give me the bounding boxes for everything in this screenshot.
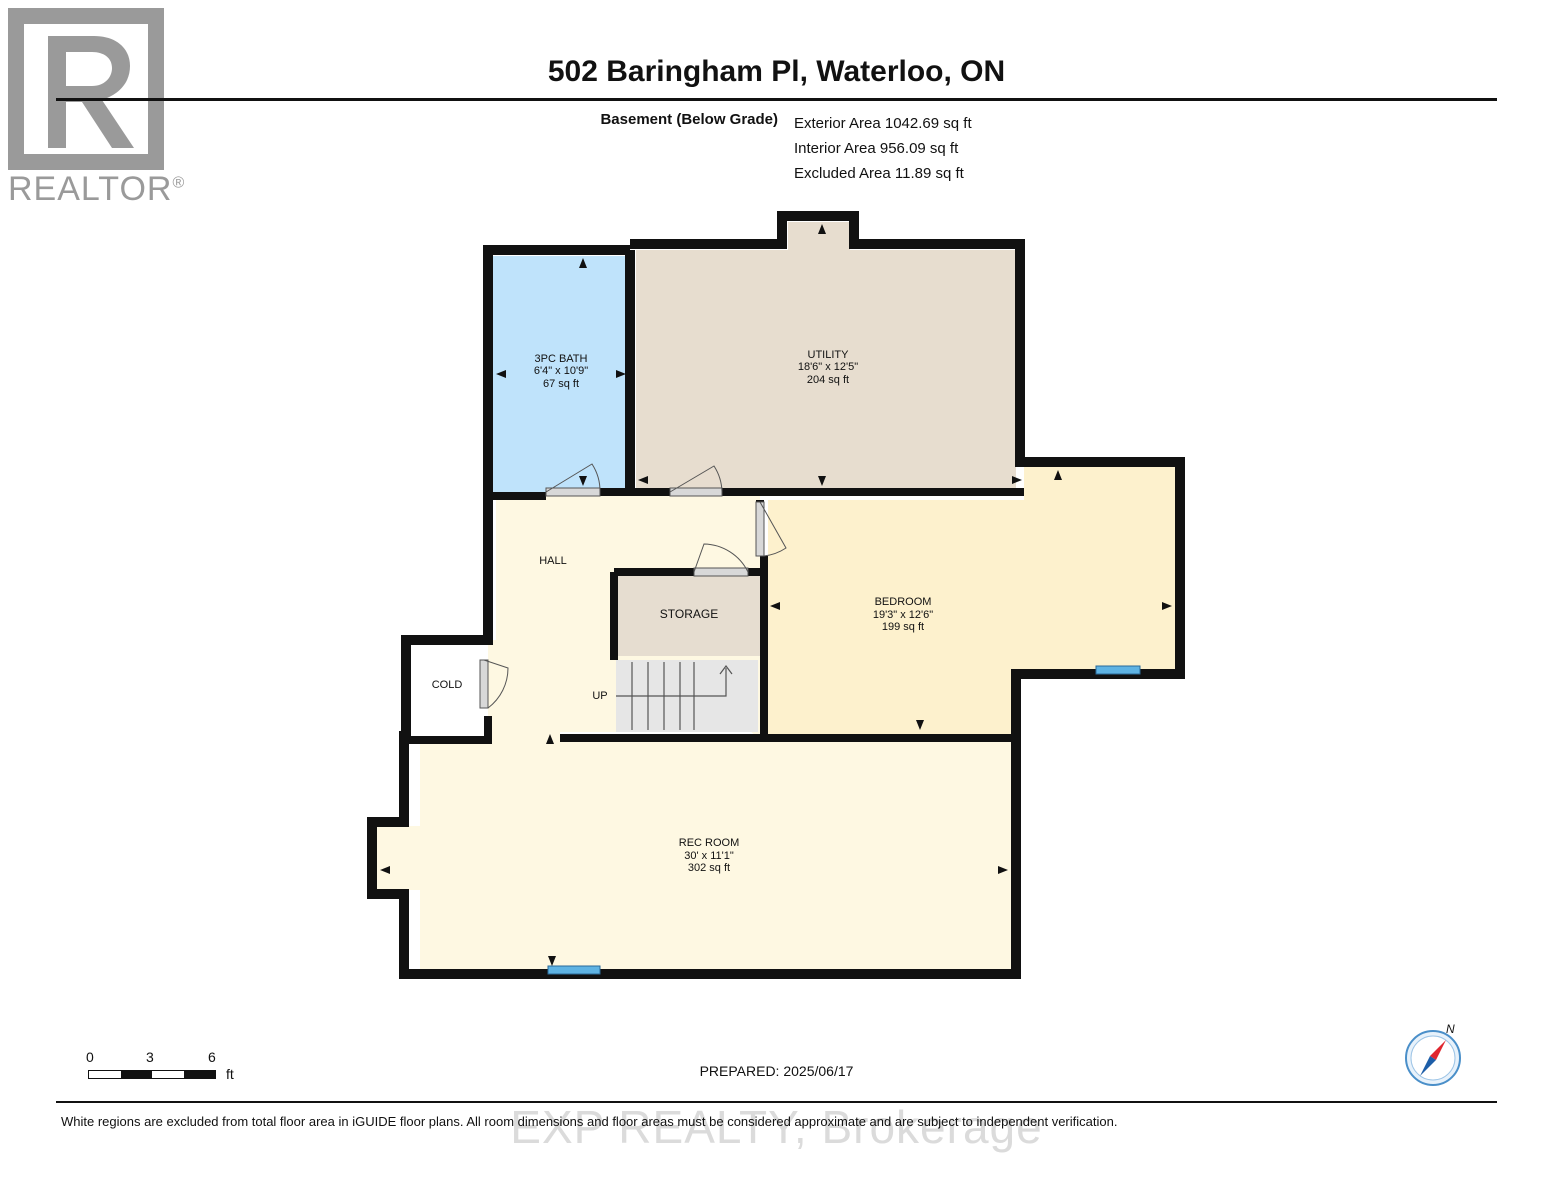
rec-area: 302 sq ft (688, 862, 730, 874)
header-divider (56, 98, 1497, 101)
floor-plan: 3PC BATH 6'4" x 10'9" 67 sq ft UTILITY 1… (367, 211, 1185, 979)
bath-area: 67 sq ft (543, 378, 579, 390)
stairs-label: UP (592, 690, 607, 702)
room-labels: 3PC BATH 6'4" x 10'9" 67 sq ft UTILITY 1… (432, 349, 934, 874)
compass-icon: N (1405, 1022, 1461, 1086)
page-title: 502 Baringham Pl, Waterloo, ON (547, 55, 1006, 88)
excluded-area: Excluded Area 11.89 sq ft (794, 165, 964, 182)
windows (547, 665, 1141, 975)
rec-room (376, 744, 1012, 970)
scale-tick-6: 6 (208, 1049, 216, 1065)
realtor-logo (8, 8, 164, 170)
scale-tick-0: 0 (86, 1049, 94, 1065)
utility-room (636, 222, 1016, 490)
cold-room (412, 642, 484, 720)
bath-label: 3PC BATH (535, 353, 588, 365)
dimension-arrows (380, 224, 1172, 966)
compass-north: N (1446, 1022, 1455, 1036)
rec-label: REC ROOM (679, 837, 740, 849)
hall-label: HALL (539, 555, 567, 567)
realtor-logo-icon (8, 8, 164, 170)
cold-label: COLD (432, 679, 463, 691)
bedroom-label: BEDROOM (875, 596, 932, 608)
bedroom-area: 199 sq ft (882, 621, 924, 633)
area-summary: Exterior Area 1042.69 sq ft Interior Are… (794, 111, 972, 186)
bath-room (492, 256, 630, 496)
storage-room (618, 576, 760, 656)
stair-treads (616, 662, 733, 730)
footer-divider (56, 1101, 1497, 1103)
doors (479, 463, 787, 709)
interior-area: Interior Area 956.09 sq ft (794, 140, 959, 157)
realtor-logo-text: REALTOR® (8, 170, 186, 208)
prepared-date: PREPARED: 2025/06/17 (699, 1063, 854, 1079)
utility-area: 204 sq ft (807, 374, 849, 386)
scale-unit: ft (226, 1066, 234, 1082)
storage-label: STORAGE (660, 607, 718, 621)
utility-dims: 18'6" x 12'5" (798, 361, 858, 373)
disclaimer: White regions are excluded from total fl… (61, 1114, 1118, 1129)
bedroom-dims: 19'3" x 12'6" (873, 609, 933, 621)
bedroom-room (768, 466, 1176, 734)
floor-label: Basement (Below Grade) (600, 111, 778, 128)
utility-label: UTILITY (808, 349, 850, 361)
brokerage-watermark: EXP REALTY, Brokerage (510, 1101, 1043, 1153)
scale-tick-3: 3 (146, 1049, 154, 1065)
bath-dims: 6'4" x 10'9" (534, 365, 588, 377)
scale-bar (88, 1070, 216, 1079)
exterior-area: Exterior Area 1042.69 sq ft (794, 115, 972, 132)
rec-dims: 30' x 11'1" (684, 850, 734, 862)
